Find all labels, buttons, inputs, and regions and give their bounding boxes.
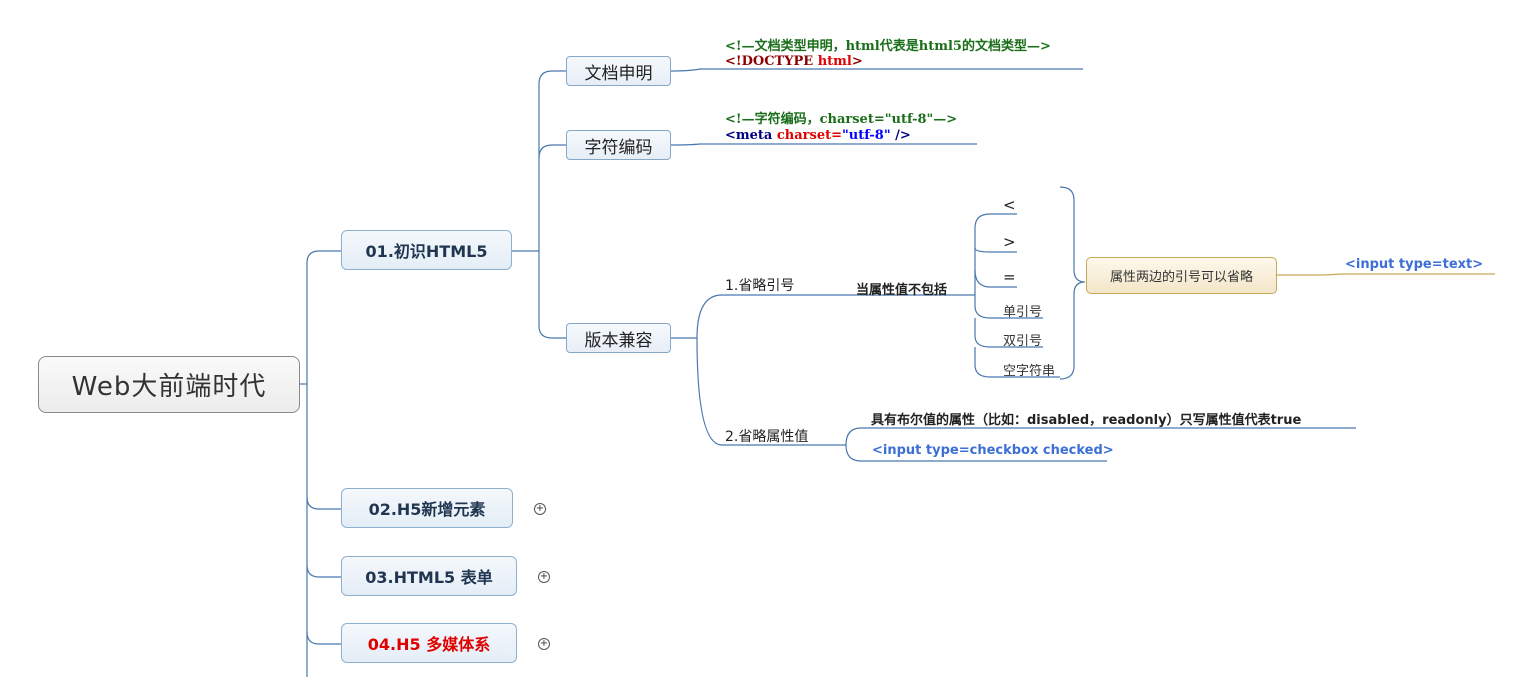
root-topic-label: Web大前端时代 bbox=[71, 372, 267, 402]
subtopic-label: 文档申明 bbox=[584, 63, 653, 84]
item-lt[interactable]: < bbox=[1003, 196, 1016, 214]
code-tag: <meta bbox=[725, 128, 777, 143]
subtopic-compat[interactable]: 版本兼容 bbox=[566, 323, 671, 353]
item-single-quote[interactable]: 单引号 bbox=[1003, 305, 1043, 320]
boolean-attr-desc[interactable]: 具有布尔值的属性（比如：disabled，readonly）只写属性值代表tru… bbox=[871, 413, 1302, 428]
code-tag: <!DOCTYPE bbox=[725, 54, 818, 69]
subtopic-doctype[interactable]: 文档申明 bbox=[566, 56, 671, 86]
item-double-quote[interactable]: 双引号 bbox=[1003, 334, 1043, 349]
branch-h5-multimedia[interactable]: 04.H5 多媒体系 bbox=[341, 623, 517, 663]
branch-html5-forms[interactable]: 03.HTML5 表单 bbox=[341, 556, 517, 596]
code-value: "utf-8" bbox=[842, 128, 891, 143]
subtopic-label: 字符编码 bbox=[584, 137, 653, 158]
omit-value-label[interactable]: 2.省略属性值 bbox=[725, 429, 809, 445]
example-input-checkbox[interactable]: <input type=checkbox checked> bbox=[872, 443, 1114, 458]
subtopic-label: 版本兼容 bbox=[584, 330, 653, 351]
branch-label: 04.H5 多媒体系 bbox=[367, 635, 491, 654]
branch-label: 01.初识HTML5 bbox=[365, 242, 488, 261]
branch-label: 03.HTML5 表单 bbox=[365, 568, 493, 587]
code-end: > bbox=[851, 54, 863, 69]
code-end: /> bbox=[890, 128, 911, 143]
code-attr: html bbox=[817, 54, 852, 69]
omit-quotes-label[interactable]: 1.省略引号 bbox=[725, 278, 795, 294]
item-eq[interactable]: = bbox=[1003, 268, 1016, 286]
item-empty-string[interactable]: 空字符串 bbox=[1003, 364, 1056, 379]
expand-icon[interactable]: + bbox=[534, 503, 546, 515]
charset-code: <meta charset="utf-8" /> bbox=[725, 128, 911, 143]
doctype-comment: <!—文档类型申明，html代表是html5的文档类型—> bbox=[725, 39, 1051, 54]
branch-h5-new-elements[interactable]: 02.H5新增元素 bbox=[341, 488, 513, 528]
condition-label[interactable]: 当属性值不包括 bbox=[856, 283, 948, 298]
branch-intro-html5[interactable]: 01.初识HTML5 bbox=[341, 230, 512, 270]
item-gt[interactable]: > bbox=[1003, 233, 1016, 251]
code-attr: charset= bbox=[776, 128, 843, 143]
example-input-text[interactable]: <input type=text> bbox=[1345, 257, 1484, 272]
expand-icon[interactable]: + bbox=[538, 638, 550, 650]
callout-label: 属性两边的引号可以省略 bbox=[1109, 270, 1253, 285]
doctype-code: <!DOCTYPE html> bbox=[725, 54, 863, 69]
callout-quotes-omittable[interactable]: 属性两边的引号可以省略 bbox=[1086, 257, 1277, 294]
charset-comment: <!—字符编码，charset="utf-8"—> bbox=[725, 112, 958, 127]
subtopic-charset[interactable]: 字符编码 bbox=[566, 130, 671, 160]
expand-icon[interactable]: + bbox=[538, 571, 550, 583]
branch-label: 02.H5新增元素 bbox=[368, 500, 486, 519]
root-topic[interactable]: Web大前端时代 bbox=[38, 356, 300, 413]
